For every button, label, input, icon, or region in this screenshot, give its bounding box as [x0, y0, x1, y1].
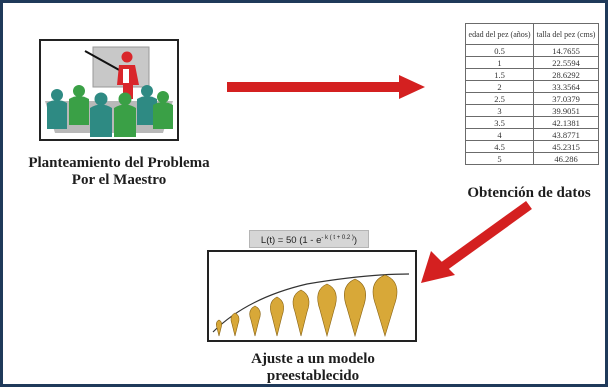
table-cell-size: 14.7655: [533, 44, 599, 57]
table-cell-size: 37.0379: [533, 92, 599, 105]
data-caption: Obtención de datos: [467, 185, 591, 201]
teacher-caption-line1: Planteamiento del Problema: [28, 155, 210, 171]
data-table: edad del pez (años) talla del pez (cms) …: [464, 23, 599, 165]
table-cell-age: 4: [464, 128, 535, 141]
table-cell-age: 4.5: [464, 140, 535, 153]
classroom-illustration: [39, 39, 179, 141]
table-cell-age: 2.5: [464, 92, 535, 105]
table-cell-size: 45.2315: [533, 140, 599, 153]
model-caption-line1: Ajuste a un modelo: [251, 351, 375, 367]
table-cell-size: 22.5594: [533, 56, 599, 69]
formula-exponent: - k ( t + 0.2 ): [321, 235, 354, 241]
formula-close: ): [353, 235, 358, 247]
table-cell-size: 42.1381: [533, 116, 599, 129]
table-cell-age: 3.5: [464, 116, 535, 129]
arrow-right-icon: [227, 75, 425, 99]
table-cell-age: 1.5: [464, 68, 535, 81]
table-cell-size: 43.8771: [533, 128, 599, 141]
table-cell-size: 33.3564: [533, 80, 599, 93]
table-cell-size: 28.6292: [533, 68, 599, 81]
teacher-caption: Planteamiento del Problema Por el Maestr…: [9, 155, 229, 189]
teacher-caption-line2: Por el Maestro: [71, 172, 167, 188]
table-cell-size: 46.286: [533, 152, 599, 165]
table-header-size: talla del pez (cms): [533, 23, 599, 45]
table-cell-age: 3: [464, 104, 535, 117]
table-cell-age: 1: [464, 56, 535, 69]
data-table-container: edad del pez (años) talla del pez (cms) …: [464, 23, 599, 165]
table-cell-size: 39.9051: [533, 104, 599, 117]
table-cell-age: 0.5: [464, 44, 535, 57]
fish-growth-illustration: [207, 250, 417, 342]
arrow-down-left-icon: [417, 199, 535, 289]
table-cell-age: 2: [464, 80, 535, 93]
formula-main: L(t) = 50 (1 - e: [260, 235, 322, 247]
model-caption-line2: preestablecido: [266, 368, 360, 384]
model-caption: Ajuste a un modelo preestablecido: [223, 351, 403, 385]
model-formula: L(t) = 50 (1 - e- k ( t + 0.2 )): [249, 230, 369, 248]
table-header-row: edad del pez (años) talla del pez (cms): [464, 23, 599, 45]
table-cell-age: 5: [464, 152, 535, 165]
table-header-age: edad del pez (años): [464, 23, 535, 45]
